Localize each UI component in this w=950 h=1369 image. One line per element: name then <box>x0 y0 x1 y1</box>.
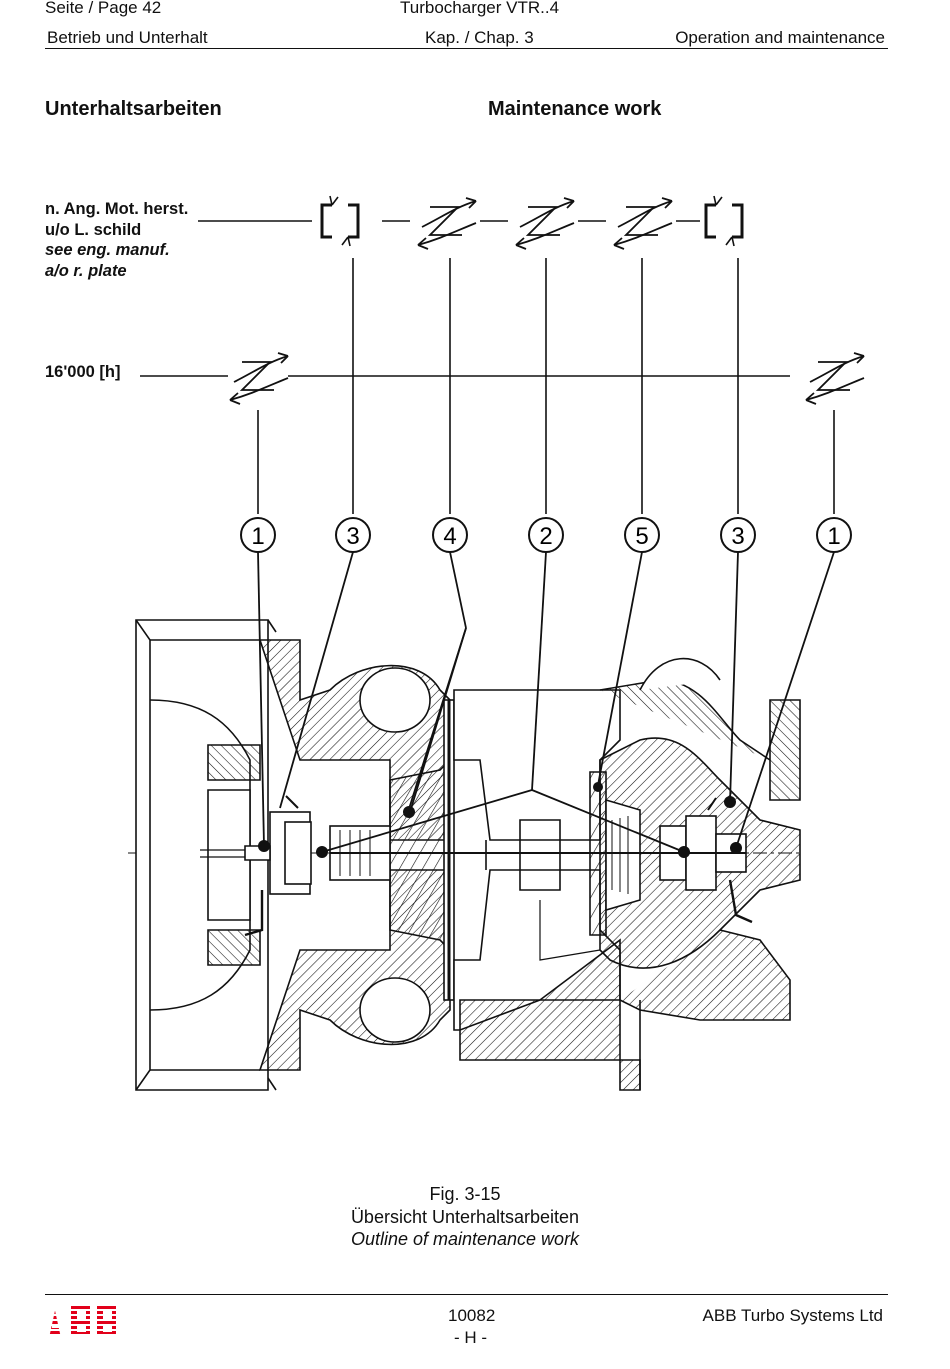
section-de: Betrieb und Unterhalt <box>47 28 208 47</box>
revision: - H - <box>454 1328 488 1347</box>
chapter-label: Kap. / Chap. 3 <box>425 28 534 47</box>
callout-leaders <box>257 551 835 853</box>
engine-manufacturer-note: n. Ang. Mot. herst. u/o L. schild see en… <box>45 199 188 281</box>
title-en: Maintenance work <box>488 98 662 120</box>
figure-number: Fig. 3-15 <box>429 1184 501 1204</box>
callout-group: 1 3 4 2 5 3 1 <box>240 517 852 553</box>
engine-interval-row <box>198 194 744 250</box>
callout-1-left: 1 <box>240 517 276 553</box>
section-en: Operation and maintenance <box>675 28 885 47</box>
replace-symbol <box>613 197 673 250</box>
svg-text:3: 3 <box>346 523 359 550</box>
company-name: ABB Turbo Systems Ltd <box>702 1306 883 1325</box>
vertical-leaders <box>257 258 835 514</box>
note-line-4: a/o r. plate <box>45 261 127 280</box>
replace-symbol <box>417 197 477 250</box>
svg-text:4: 4 <box>443 523 456 550</box>
callout-1-right: 1 <box>816 517 852 553</box>
turbocharger-section <box>128 619 801 1091</box>
header-rule <box>45 48 888 49</box>
interval-label: 16'000 [h] <box>45 363 121 381</box>
abb-logo <box>44 1306 120 1338</box>
callout-4: 4 <box>432 517 468 553</box>
figure-caption: Fig. 3-15 Übersicht Unterhaltsarbeiten O… <box>0 1183 930 1251</box>
callout-3-right: 3 <box>720 517 756 553</box>
caption-en: Outline of maintenance work <box>350 1229 580 1249</box>
replace-symbol <box>805 352 865 405</box>
svg-text:2: 2 <box>539 523 552 550</box>
hours-interval-row <box>140 352 865 405</box>
callout-dots <box>258 782 742 858</box>
document-number: 10082 <box>448 1306 496 1325</box>
svg-text:1: 1 <box>251 523 264 550</box>
replace-symbol <box>515 197 575 250</box>
title-de: Unterhaltsarbeiten <box>45 98 222 120</box>
caption-de: Übersicht Unterhaltsarbeiten <box>350 1206 580 1227</box>
page-number: Seite / Page 42 <box>45 0 162 17</box>
inspect-symbol <box>704 194 744 248</box>
footer-rule <box>45 1294 888 1295</box>
callout-5: 5 <box>624 517 660 553</box>
note-line-3: see eng. manuf. <box>45 241 170 259</box>
callout-3-left: 3 <box>335 517 371 553</box>
note-line-1: n. Ang. Mot. herst. <box>45 200 189 218</box>
product-name: Turbocharger VTR..4 <box>400 0 560 17</box>
svg-text:3: 3 <box>731 523 744 550</box>
svg-text:1: 1 <box>827 523 840 550</box>
callout-2: 2 <box>528 517 564 553</box>
inspect-symbol <box>320 194 360 248</box>
svg-text:5: 5 <box>635 523 648 550</box>
replace-symbol <box>229 352 289 405</box>
note-line-2: u/o L. schild <box>45 220 142 239</box>
